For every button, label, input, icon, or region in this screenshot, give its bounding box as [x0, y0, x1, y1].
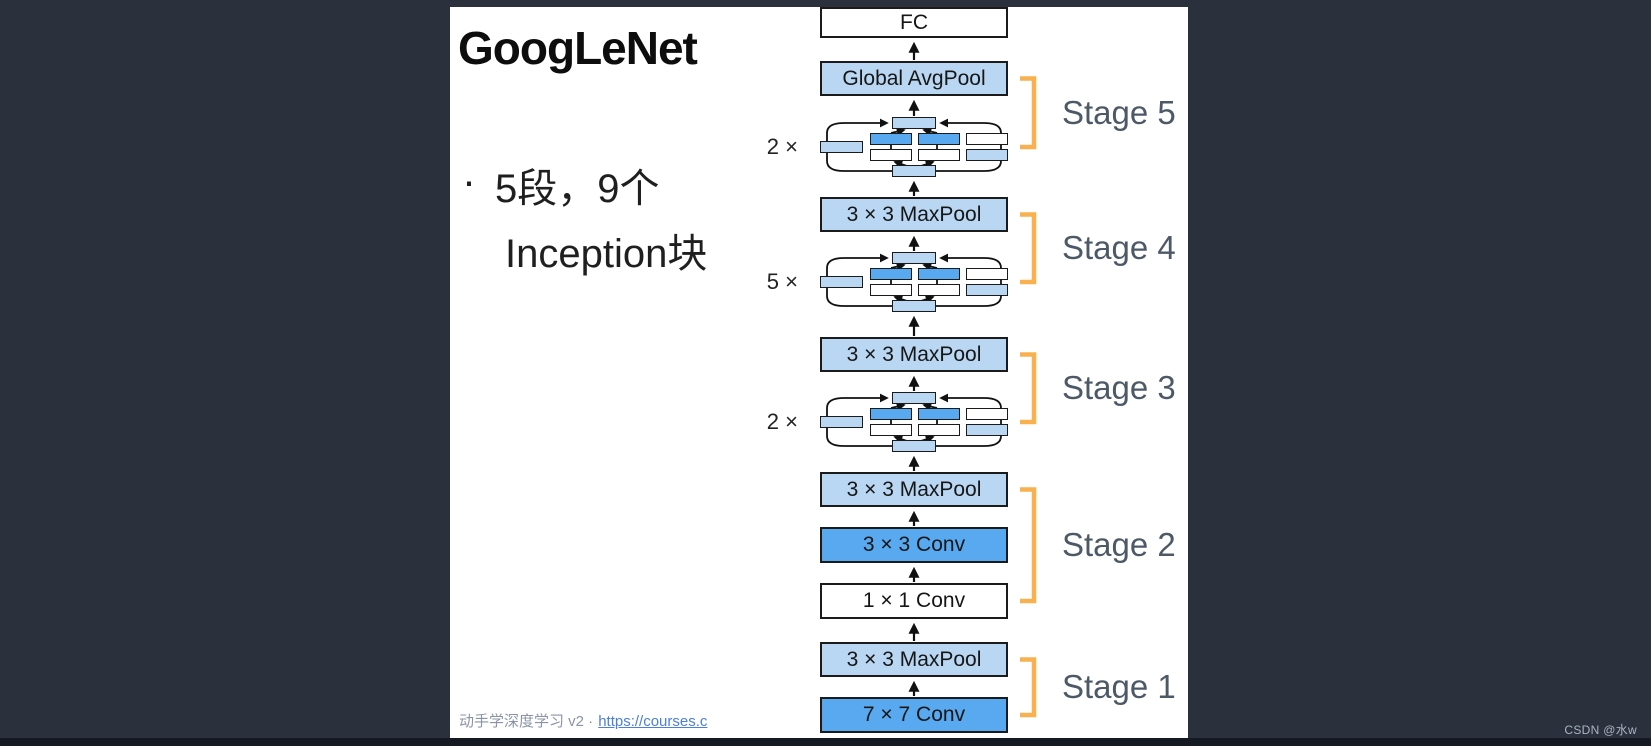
stage-label-3: Stage 3 — [1062, 369, 1176, 407]
inception-incep5-conv-d — [918, 149, 960, 161]
inception-incep3-conv-right — [966, 424, 1008, 436]
inception-incep4-input — [892, 300, 936, 312]
layer-fc: FC — [820, 7, 1008, 38]
inception-incep5-concat — [892, 117, 936, 129]
slide: GoogLeNet · 5段，9个 Inception块 FC Global Av… — [450, 7, 1188, 738]
stage-label-4: Stage 4 — [1062, 229, 1176, 267]
multiplier-label-incep4: 5 × — [766, 269, 798, 294]
bullet-text-line1: 5段，9个 — [495, 167, 660, 211]
layer-maxpool3: 3 × 3 MaxPool — [820, 337, 1008, 372]
layer-maxpool2: 3 × 3 MaxPool — [820, 472, 1008, 507]
bullet-text-line2: Inception块 — [505, 232, 708, 276]
slide-title: GoogLeNet — [458, 22, 698, 74]
inception-incep3-conv-left — [820, 416, 863, 428]
footer-course-link[interactable]: https://courses.c — [598, 713, 708, 730]
inception-incep4-conv-right — [966, 284, 1008, 296]
inception-incep3-pool — [966, 408, 1008, 420]
multiplier-label-incep5: 2 × — [766, 134, 798, 159]
diagram-connectors — [826, 41, 1037, 718]
googlenet-architecture-diagram: FC Global AvgPool 2 × 3 × 3 MaxPool 5 × 3 × 3… — [450, 7, 1188, 738]
inception-incep4-conv-b — [918, 268, 960, 280]
inception-incep4-conv-left — [820, 276, 863, 288]
inception-incep4-conv-c — [870, 284, 912, 296]
layer-gap: Global AvgPool — [820, 61, 1008, 96]
inception-incep3-conv-c — [870, 424, 912, 436]
slide-footer: 动手学深度学习 v2 ·https://courses.c — [459, 710, 707, 731]
stage-label-1: Stage 1 — [1062, 668, 1176, 706]
inception-incep5-pool — [966, 133, 1008, 145]
inception-incep4-pool — [966, 268, 1008, 280]
multiplier-label-incep3: 2 × — [766, 409, 798, 434]
inception-incep3-conv-d — [918, 424, 960, 436]
inception-incep3-conv-a — [870, 408, 912, 420]
inception-incep5-conv-a — [870, 133, 912, 145]
inception-incep5-conv-c — [870, 149, 912, 161]
inception-incep5-conv-right — [966, 149, 1008, 161]
inception-incep3-input — [892, 440, 936, 452]
stage-label-2: Stage 2 — [1062, 526, 1176, 564]
footer-course-name: 动手学深度学习 v2 · — [459, 713, 594, 730]
layer-conv1x1: 1 × 1 Conv — [820, 583, 1008, 619]
inception-incep5-conv-left — [820, 141, 863, 153]
inception-incep5-conv-b — [918, 133, 960, 145]
inception-incep3-concat — [892, 392, 936, 404]
inception-incep4-concat — [892, 252, 936, 264]
layer-maxpool1: 3 × 3 MaxPool — [820, 642, 1008, 677]
inception-incep4-conv-d — [918, 284, 960, 296]
layer-maxpool4: 3 × 3 MaxPool — [820, 197, 1008, 232]
bottom-bar — [0, 738, 1651, 746]
layer-conv7x7: 7 × 7 Conv — [820, 697, 1008, 733]
csdn-watermark: CSDN @水w — [1564, 723, 1637, 737]
stage-label-5: Stage 5 — [1062, 93, 1176, 131]
inception-incep5-input — [892, 165, 936, 177]
layer-conv3x3: 3 × 3 Conv — [820, 527, 1008, 563]
inception-incep4-conv-a — [870, 268, 912, 280]
inception-incep3-conv-b — [918, 408, 960, 420]
bullet-marker: · — [462, 157, 476, 204]
